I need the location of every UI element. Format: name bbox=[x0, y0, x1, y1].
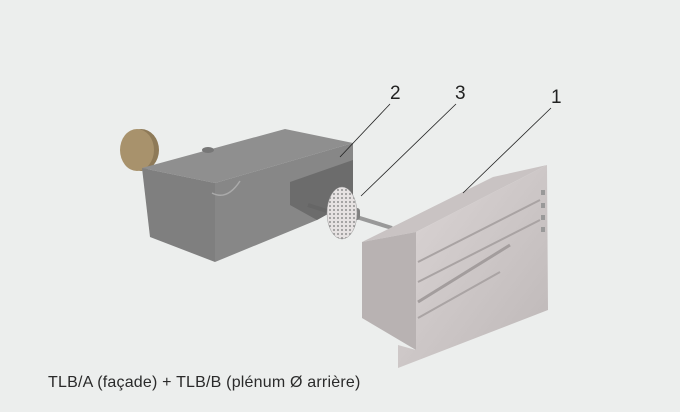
leader-line-3 bbox=[360, 103, 457, 197]
end-cap bbox=[120, 129, 159, 171]
figure-caption: TLB/A (façade) + TLB/B (plénum Ø arrière… bbox=[48, 374, 361, 391]
callout-2: 2 bbox=[390, 83, 401, 104]
leader-line-1 bbox=[462, 107, 552, 194]
grille-frame bbox=[362, 165, 548, 368]
filter-disc bbox=[326, 186, 358, 240]
leader-line-2 bbox=[339, 103, 391, 158]
callout-3: 3 bbox=[455, 83, 466, 104]
plenum-box bbox=[142, 129, 353, 262]
callout-1: 1 bbox=[551, 87, 562, 108]
